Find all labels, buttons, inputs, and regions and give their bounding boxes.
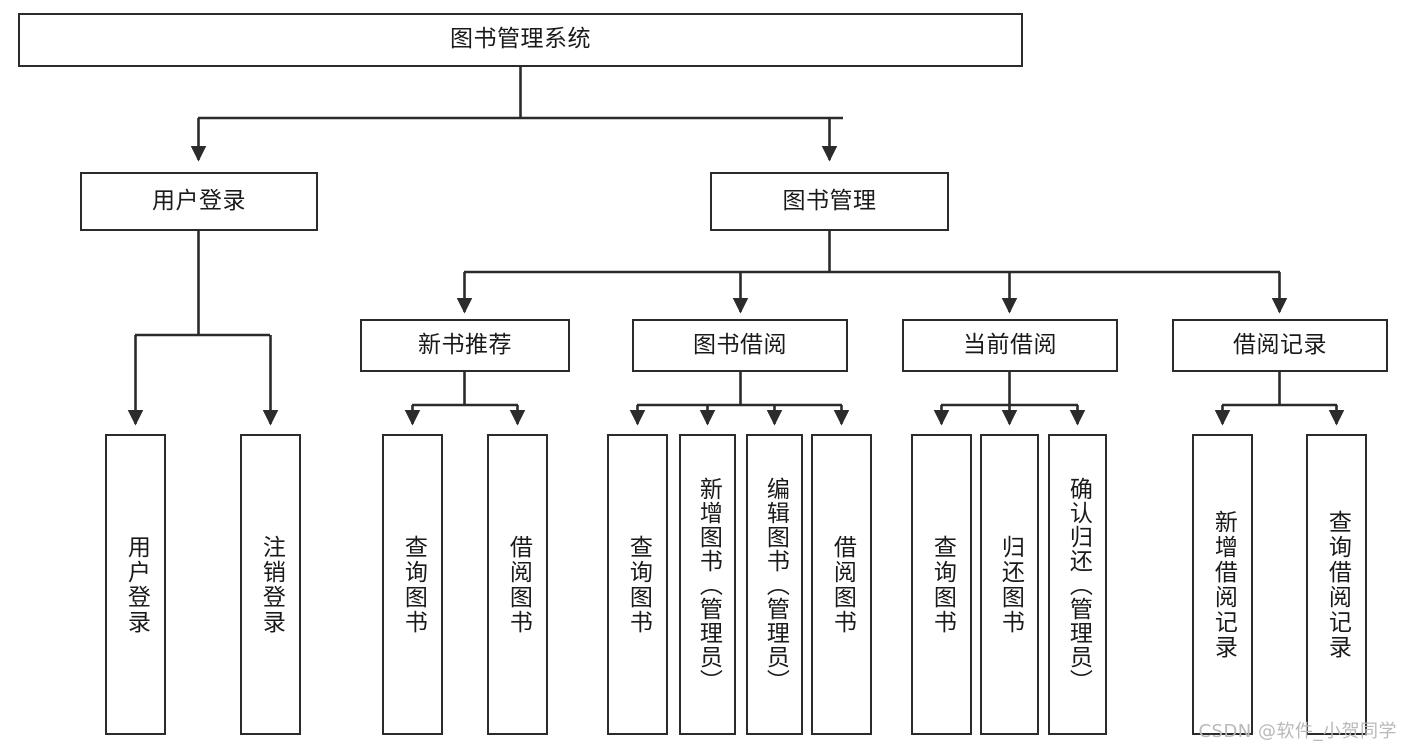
node-label: 新增借阅记录 [1210, 509, 1237, 660]
node-label: 借阅图书 [505, 534, 532, 635]
node-label: 用户登录 [123, 534, 150, 635]
leaf-current-borrow-3[interactable]: 确认归还（管理员） [1048, 434, 1107, 735]
node-label: 查询图书 [929, 534, 956, 635]
node-current-borrow[interactable]: 当前借阅 [902, 319, 1118, 372]
leaf-new-book-recommend-2[interactable]: 借阅图书 [487, 434, 548, 735]
leaf-book-borrow-2[interactable]: 新增图书（管理员） [679, 434, 736, 735]
leaf-book-borrow-3[interactable]: 编辑图书（管理员） [746, 434, 803, 735]
node-label: 新书推荐 [418, 331, 512, 358]
node-label: 图书借阅 [693, 331, 787, 358]
node-book-borrow[interactable]: 图书借阅 [632, 319, 848, 372]
node-label: 新增图书（管理员） [695, 476, 722, 693]
node-label: 用户登录 [152, 187, 246, 214]
leaf-book-borrow-1[interactable]: 查询图书 [607, 434, 668, 735]
node-label: 归还图书 [997, 534, 1024, 635]
leaf-current-borrow-2[interactable]: 归还图书 [980, 434, 1039, 735]
node-user-login[interactable]: 用户登录 [80, 172, 318, 231]
node-label: 图书管理 [782, 187, 877, 214]
node-label: 图书管理系统 [450, 26, 591, 53]
node-label: 编辑图书（管理员） [762, 476, 789, 693]
leaf-user-login-2[interactable]: 注销登录 [240, 434, 301, 735]
node-borrow-record[interactable]: 借阅记录 [1172, 319, 1388, 372]
leaf-user-login-1[interactable]: 用户登录 [105, 434, 166, 735]
node-label: 借阅图书 [829, 534, 856, 635]
leaf-borrow-record-1[interactable]: 新增借阅记录 [1192, 434, 1253, 735]
node-new-book-recommend[interactable]: 新书推荐 [360, 319, 570, 372]
node-label: 查询图书 [400, 534, 427, 635]
node-label: 查询借阅记录 [1324, 509, 1351, 660]
leaf-borrow-record-2[interactable]: 查询借阅记录 [1306, 434, 1367, 735]
node-label: 注销登录 [258, 534, 285, 635]
node-root-book-management-system[interactable]: 图书管理系统 [18, 13, 1023, 67]
node-book-management[interactable]: 图书管理 [710, 172, 949, 231]
node-label: 确认归还（管理员） [1065, 476, 1092, 693]
csdn-watermark: CSDN @软件_小贺同学 [1198, 721, 1397, 742]
node-label: 借阅记录 [1233, 331, 1327, 358]
leaf-new-book-recommend-1[interactable]: 查询图书 [382, 434, 443, 735]
leaf-current-borrow-1[interactable]: 查询图书 [911, 434, 972, 735]
node-label: 查询图书 [625, 534, 652, 635]
node-label: 当前借阅 [963, 331, 1057, 358]
leaf-book-borrow-4[interactable]: 借阅图书 [811, 434, 872, 735]
